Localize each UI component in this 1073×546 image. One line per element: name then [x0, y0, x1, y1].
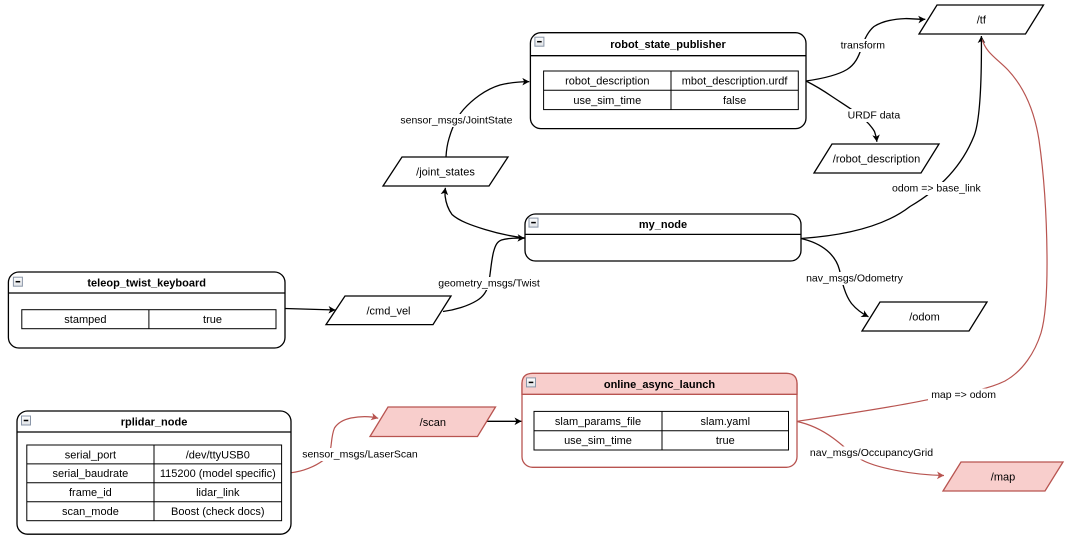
svg-text:use_sim_time: use_sim_time: [573, 95, 641, 107]
svg-text:my_node: my_node: [639, 219, 687, 231]
svg-text:robot_description: robot_description: [565, 76, 649, 88]
svg-text:use_sim_time: use_sim_time: [564, 435, 632, 447]
svg-text:nav_msgs/Odometry: nav_msgs/Odometry: [806, 272, 904, 284]
svg-text:sensor_msgs/LaserScan: sensor_msgs/LaserScan: [302, 448, 418, 460]
svg-text:115200 (model specific): 115200 (model specific): [160, 468, 276, 480]
svg-text:serial_port: serial_port: [65, 449, 116, 461]
svg-text:geometry_msgs/Twist: geometry_msgs/Twist: [438, 277, 540, 289]
svg-text:mbot_description.urdf: mbot_description.urdf: [682, 76, 789, 88]
svg-text:/map: /map: [991, 472, 1015, 484]
svg-text:rplidar_node: rplidar_node: [121, 416, 188, 428]
svg-text:/cmd_vel: /cmd_vel: [366, 305, 410, 317]
svg-text:stamped: stamped: [64, 314, 106, 326]
svg-text:online_async_launch: online_async_launch: [604, 379, 716, 391]
svg-text:/tf: /tf: [977, 15, 987, 27]
svg-text:map => odom: map => odom: [931, 389, 996, 401]
svg-text:Boost (check docs): Boost (check docs): [171, 506, 265, 518]
svg-text:/odom: /odom: [909, 312, 940, 324]
svg-text:/dev/ttyUSB0: /dev/ttyUSB0: [186, 449, 250, 461]
svg-text:odom => base_link: odom => base_link: [892, 183, 981, 195]
svg-text:scan_mode: scan_mode: [62, 506, 119, 518]
svg-text:/joint_states: /joint_states: [416, 167, 475, 179]
svg-text:/robot_description: /robot_description: [833, 154, 920, 166]
svg-text:serial_baudrate: serial_baudrate: [52, 468, 128, 480]
svg-text:/scan: /scan: [420, 417, 446, 429]
svg-text:teleop_twist_keyboard: teleop_twist_keyboard: [87, 278, 206, 290]
svg-text:true: true: [203, 314, 222, 326]
svg-text:slam_params_file: slam_params_file: [555, 416, 641, 428]
svg-text:URDF data: URDF data: [848, 109, 901, 121]
svg-text:sensor_msgs/JointState: sensor_msgs/JointState: [400, 114, 512, 126]
svg-text:true: true: [716, 435, 735, 447]
svg-text:nav_msgs/OccupancyGrid: nav_msgs/OccupancyGrid: [810, 447, 933, 459]
svg-text:lidar_link: lidar_link: [196, 487, 240, 499]
svg-text:transform: transform: [841, 39, 886, 51]
svg-text:frame_id: frame_id: [69, 487, 112, 499]
svg-text:robot_state_publisher: robot_state_publisher: [610, 39, 726, 51]
svg-text:slam.yaml: slam.yaml: [701, 416, 751, 428]
svg-text:false: false: [723, 95, 746, 107]
